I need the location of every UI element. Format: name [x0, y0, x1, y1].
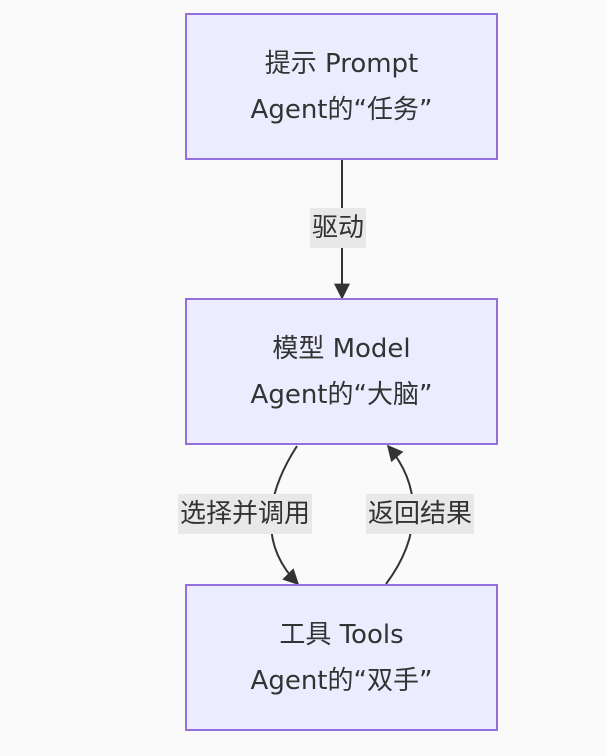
edge-label-return-result: 返回结果: [366, 494, 475, 534]
tools-node-subtitle: Agent的“双手”: [250, 665, 433, 696]
tools-node-title: 工具 Tools: [279, 619, 404, 650]
tools-node: 工具 Tools Agent的“双手”: [185, 584, 498, 731]
model-node-subtitle: Agent的“大脑”: [250, 379, 433, 410]
model-node: 模型 Model Agent的“大脑”: [185, 298, 498, 445]
model-node-title: 模型 Model: [272, 333, 411, 364]
prompt-node: 提示 Prompt Agent的“任务”: [185, 13, 498, 160]
edge-label-select-and-call: 选择并调用: [178, 494, 313, 534]
edge-label-drive: 驱动: [310, 208, 367, 248]
prompt-node-title: 提示 Prompt: [264, 48, 419, 79]
prompt-node-subtitle: Agent的“任务”: [250, 94, 433, 125]
